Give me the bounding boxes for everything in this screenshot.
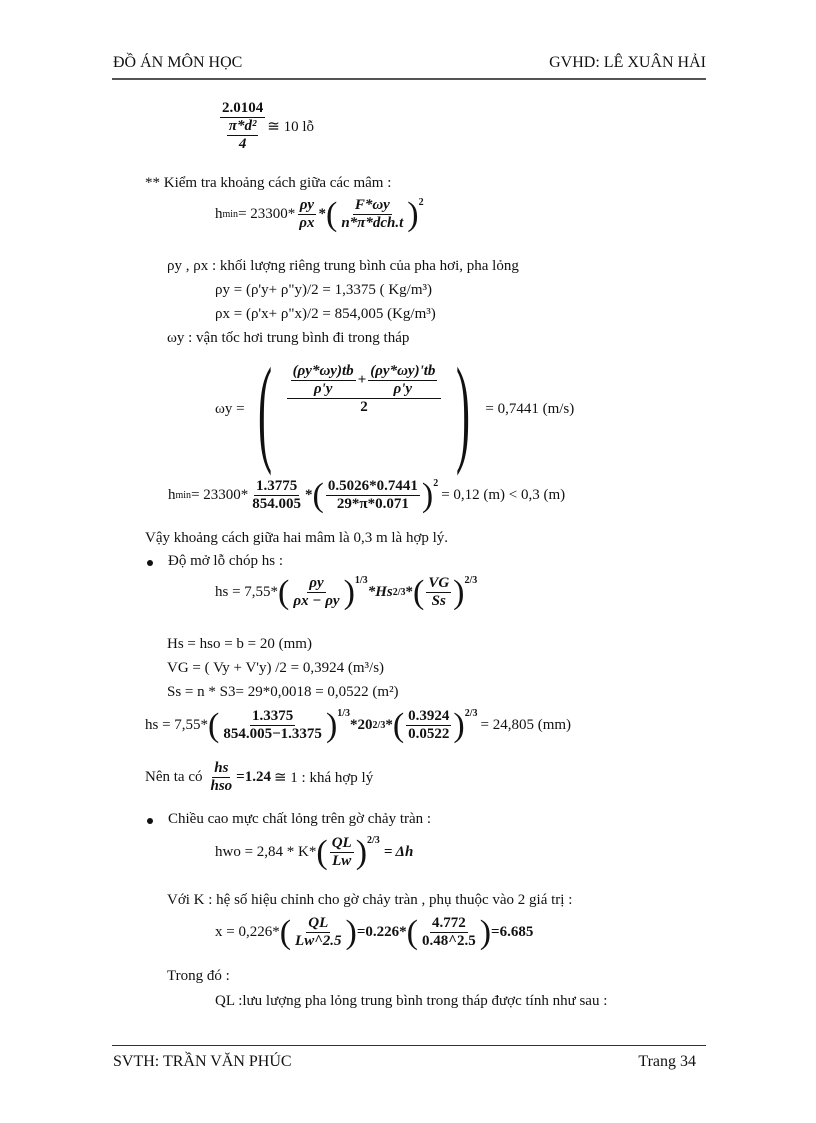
header-right: GVHD: LÊ XUÂN HẢI [549,54,706,71]
conclusion-spacing: Vậy khoảng cách giữa hai mâm là 0,3 m là… [145,530,449,546]
rho-description: ρy , ρx : khối lượng riêng trung bình củ… [167,258,519,274]
VG-line: VG = ( Vy + V'y) /2 = 0,3924 (m³/s) [167,660,385,676]
bullet-icon [147,818,153,824]
rho-x-line: ρx = (ρ'x+ ρ"x)/2 = 854,005 (Kg/m³) [215,306,436,322]
check-heading: ** Kiểm tra khoảng cách giữa các mâm : [145,175,392,191]
where-label: Trong đó : [167,968,230,984]
rho-y-line: ρy = (ρ'y+ ρ"y)/2 = 1,3375 ( Kg/m³) [215,282,432,298]
K-description: Với K : hệ số hiệu chỉnh cho gờ chảy trà… [167,892,573,908]
QL-description: QL :lưu lượng pha lỏng trung bình trong … [215,993,608,1009]
footer-rule [112,1045,706,1046]
bullet-icon [147,560,153,566]
bullet-liquid-height: Chiều cao mực chất lỏng trên gờ chảy trà… [168,811,432,827]
page-number: Trang 34 [638,1053,696,1070]
Hs-line: Hs = hso = b = 20 (mm) [167,636,312,652]
header-left: ĐỒ ÁN MÔN HỌC [113,54,243,71]
footer-left: SVTH: TRẦN VĂN PHÚC [113,1053,292,1070]
header-rule [112,78,706,80]
bullet-cap-opening: Độ mở lỗ chóp hs : [168,553,284,569]
Ss-line: Ss = n * S3= 29*0,0018 = 0,0522 (m²) [167,684,399,700]
omega-description: ωy : vận tốc hơi trung bình đi trong thá… [167,330,410,346]
